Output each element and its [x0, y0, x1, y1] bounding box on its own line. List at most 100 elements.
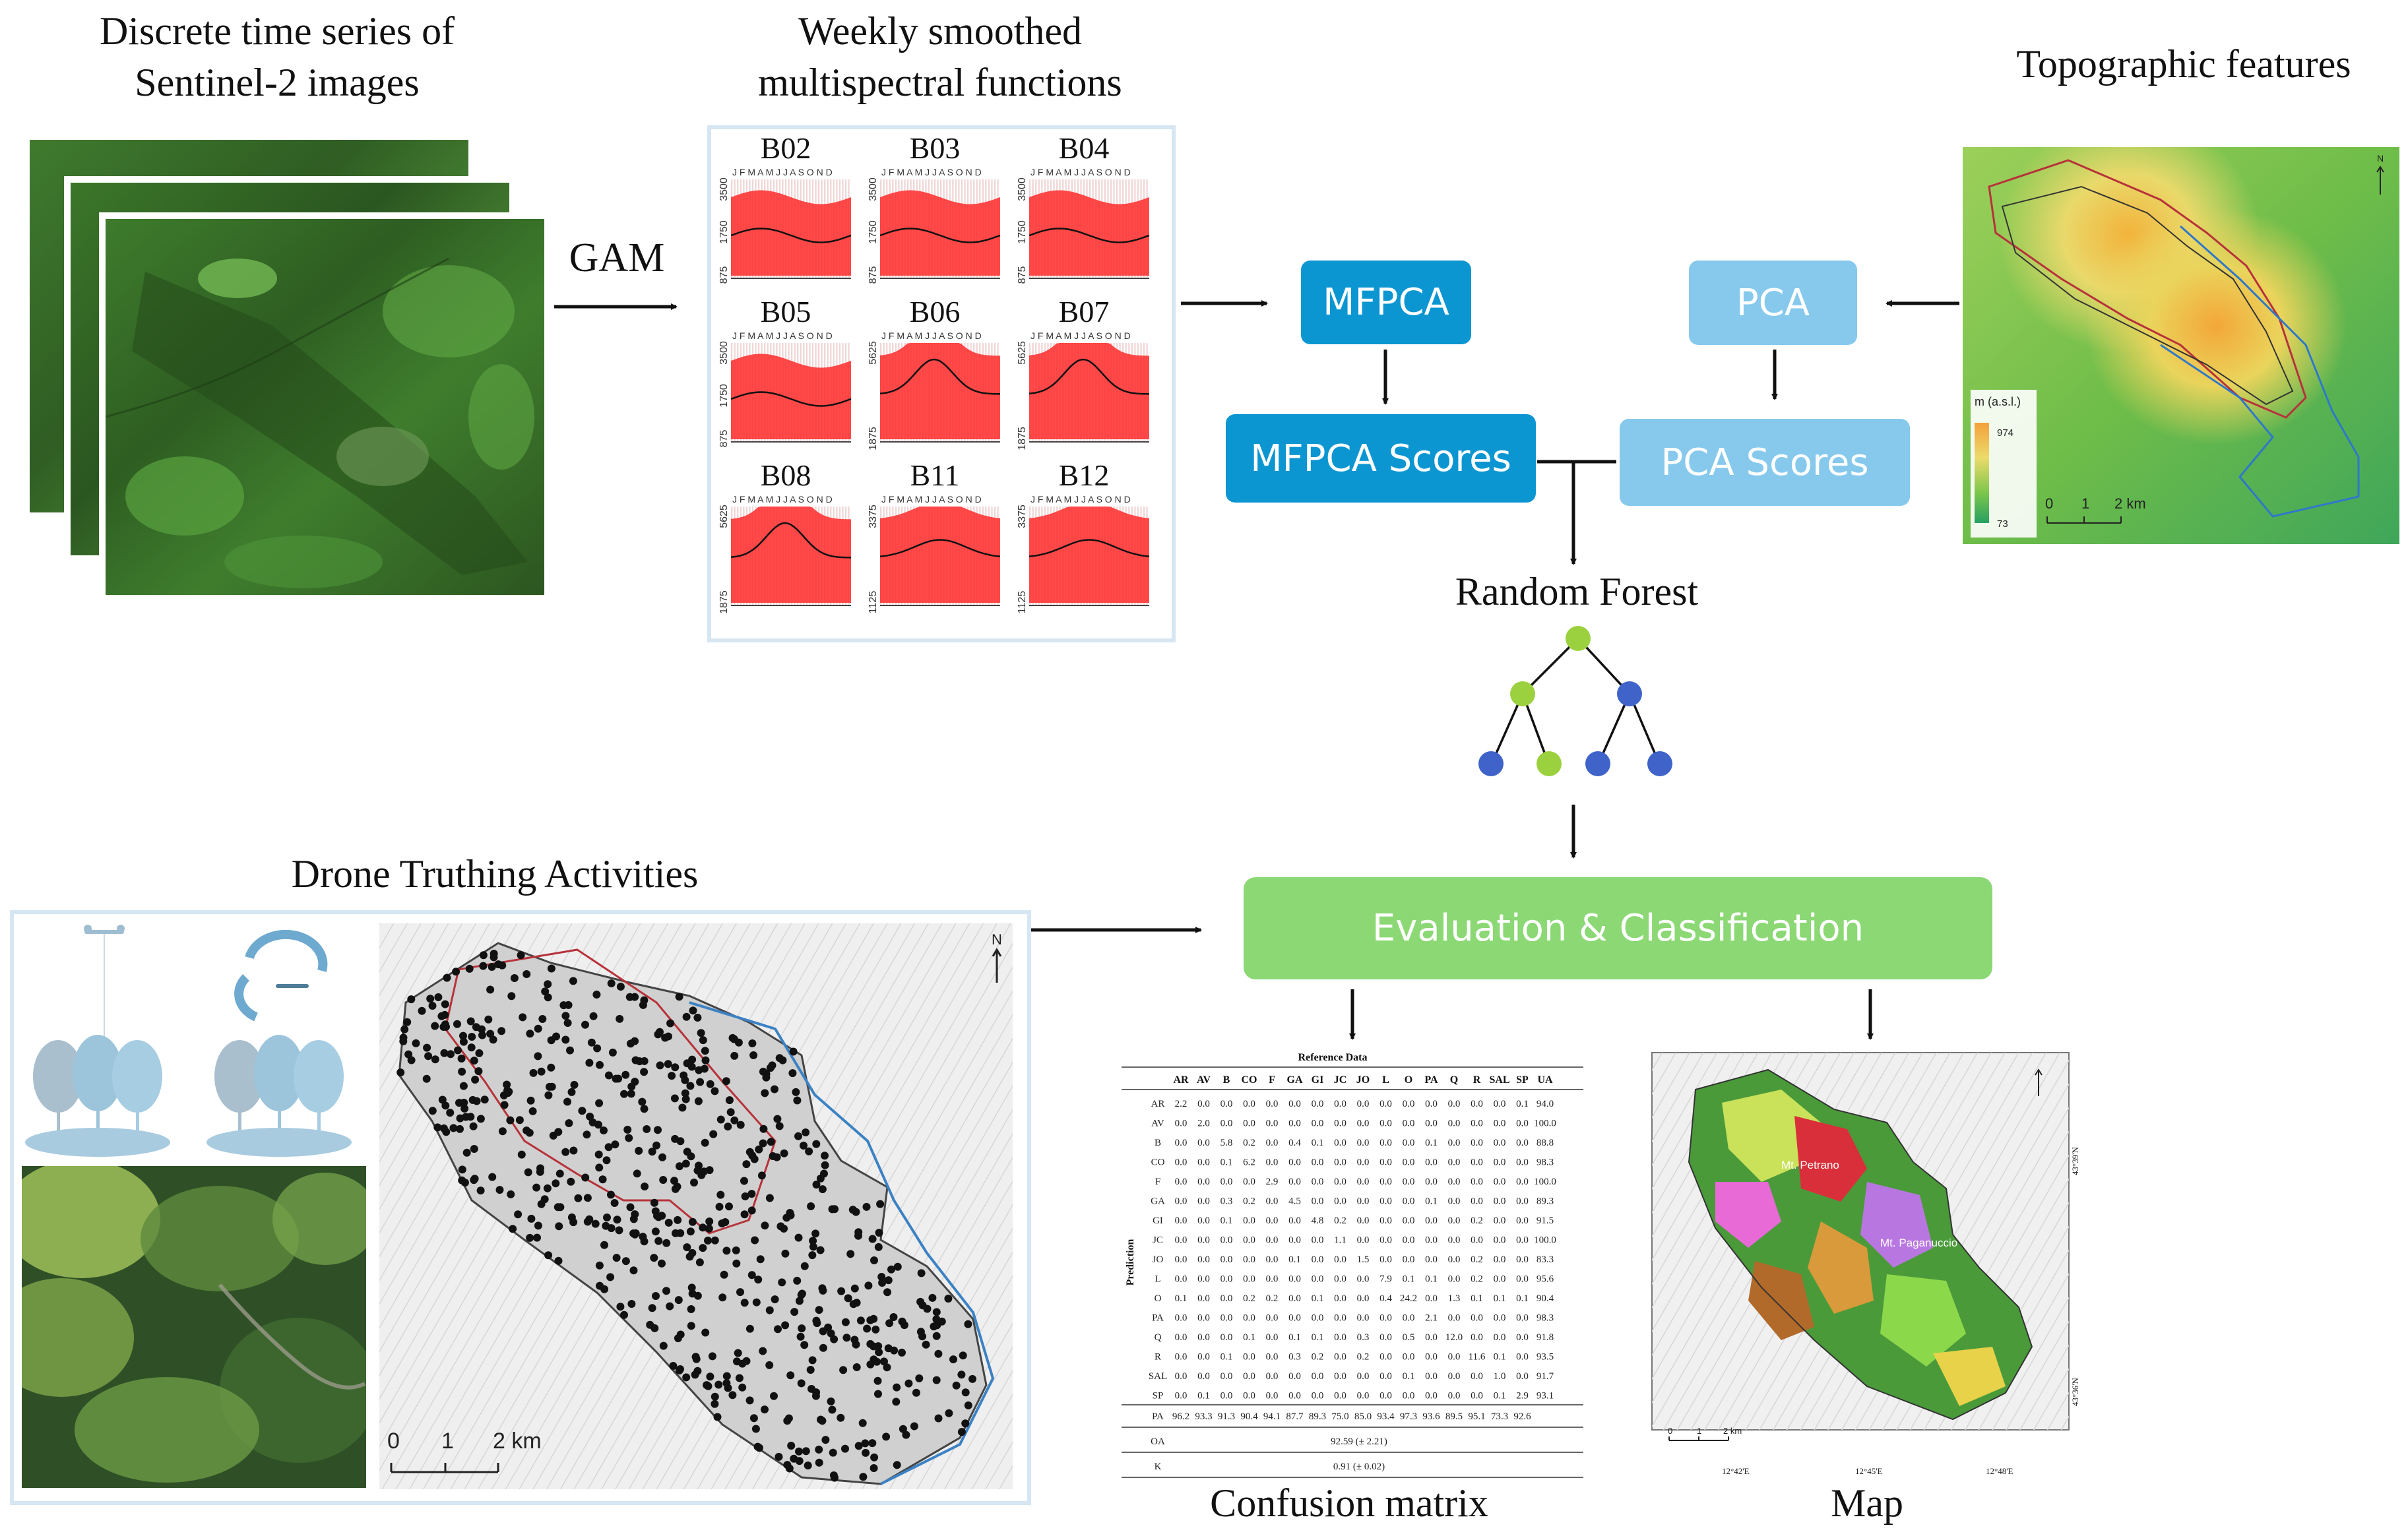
sample-point [932, 1308, 941, 1316]
sample-point [699, 1244, 707, 1252]
sample-point [440, 1049, 449, 1057]
confusion-cell: 0.1 [1312, 1332, 1324, 1343]
sample-point [658, 1153, 666, 1161]
sample-point [718, 1219, 726, 1227]
confusion-col-header: B [1223, 1074, 1230, 1086]
sample-point [683, 1059, 691, 1068]
confusion-cell: 0.1 [1516, 1293, 1529, 1304]
confusion-cell: 0.0 [1312, 1099, 1324, 1109]
sample-point [412, 1039, 420, 1047]
confusion-cell: 0.0 [1357, 1274, 1370, 1285]
confusion-cell: 0.1 [1288, 1254, 1301, 1265]
confusion-cell: 91.5 [1537, 1216, 1554, 1226]
sample-point [887, 1265, 895, 1274]
confusion-cell: 0.0 [1516, 1332, 1529, 1343]
sample-point [775, 1452, 783, 1461]
sample-point [681, 1095, 690, 1103]
sample-point [536, 1167, 544, 1176]
sample-point [726, 1108, 735, 1117]
topographic-map: m (a.s.l.) 974 73 0 1 2 km N [1963, 147, 2399, 544]
confusion-cell: 0.2 [1266, 1293, 1279, 1304]
sample-point [773, 1153, 781, 1161]
confusion-cell: 0.0 [1357, 1293, 1370, 1304]
sample-point [594, 1150, 603, 1159]
confusion-cell: 0.0 [1471, 1138, 1483, 1148]
sample-point [457, 1055, 466, 1063]
sample-point [904, 1379, 913, 1388]
sample-point [593, 1044, 602, 1053]
sample-point [418, 1006, 426, 1015]
band-envelope [1029, 190, 1149, 276]
band-title: B11 [910, 458, 960, 492]
confusion-cell: 0.0 [1243, 1313, 1255, 1324]
sample-point [768, 1061, 776, 1070]
confusion-cell: 0.0 [1425, 1177, 1438, 1187]
confusion-cell: 0.0 [1357, 1235, 1370, 1246]
sample-point [715, 1202, 724, 1211]
confusion-cell: 0.0 [1334, 1157, 1347, 1168]
sample-point [883, 1363, 891, 1372]
sample-point [423, 1043, 431, 1052]
confusion-cell: 0.0 [1243, 1099, 1255, 1109]
confusion-cell: 0.0 [1516, 1216, 1529, 1226]
sample-point [607, 1190, 615, 1199]
confusion-cell: 0.0 [1516, 1352, 1529, 1363]
sample-point [544, 1251, 553, 1260]
sample-point [583, 1130, 591, 1139]
sample-point [570, 1080, 579, 1089]
sample-point [507, 992, 516, 1001]
sample-point [722, 1247, 731, 1255]
band-month-labels: J F M A M J J A S O N D [881, 167, 982, 177]
sample-point [447, 1050, 455, 1059]
confusion-cell: 0.0 [1312, 1254, 1324, 1265]
band-mean-curve [730, 228, 852, 243]
gam-label: GAM [569, 235, 665, 280]
sample-point [519, 1013, 527, 1022]
sample-point [437, 1012, 446, 1020]
sample-point [917, 1269, 926, 1278]
sample-point [527, 1214, 536, 1223]
sample-point [604, 1071, 613, 1080]
sample-point [506, 1116, 515, 1124]
confusion-cell: 0.0 [1471, 1235, 1483, 1246]
sample-point [495, 1186, 504, 1194]
sample-point [453, 1020, 461, 1028]
sample-point [781, 1321, 790, 1330]
sample-point [699, 1036, 707, 1045]
sample-point [480, 1095, 489, 1104]
topo-title: Topographic features [2016, 42, 2351, 86]
confusion-cell: 0.1 [1471, 1293, 1483, 1304]
confusion-cell: 0.0 [1197, 1371, 1210, 1382]
sample-point [922, 1340, 930, 1349]
sample-point [714, 1380, 723, 1389]
confusion-col-header: JC [1334, 1074, 1347, 1086]
sample-point [528, 1107, 537, 1115]
tree-leaf-3 [1585, 751, 1610, 776]
sample-point [870, 1256, 878, 1264]
sample-point [616, 983, 625, 991]
confusion-cell: 0.0 [1197, 1332, 1210, 1343]
band-title: B05 [760, 295, 811, 328]
sample-point [874, 1243, 883, 1251]
confusion-cell: 0.0 [1471, 1332, 1483, 1343]
confusion-pa-cell: 91.3 [1218, 1411, 1235, 1422]
sample-point [899, 1425, 907, 1433]
sample-point [529, 1068, 538, 1077]
elevation-legend-bar [1975, 423, 1989, 523]
drone-scale-1: 1 [441, 1429, 454, 1454]
band-title: B03 [909, 131, 961, 165]
confusion-cell: 0.0 [1334, 1371, 1347, 1382]
confusion-cell: 0.0 [1379, 1313, 1392, 1324]
band-envelope [880, 343, 1000, 439]
sample-point [586, 1113, 594, 1121]
sample-point [431, 1055, 439, 1064]
sample-point [747, 1190, 756, 1198]
confusion-cell: 0.0 [1471, 1371, 1483, 1382]
sample-point [736, 1288, 744, 1297]
sample-point [854, 1231, 862, 1240]
sample-point [850, 1336, 859, 1344]
sample-point [821, 1161, 829, 1169]
sample-point [504, 1089, 512, 1097]
